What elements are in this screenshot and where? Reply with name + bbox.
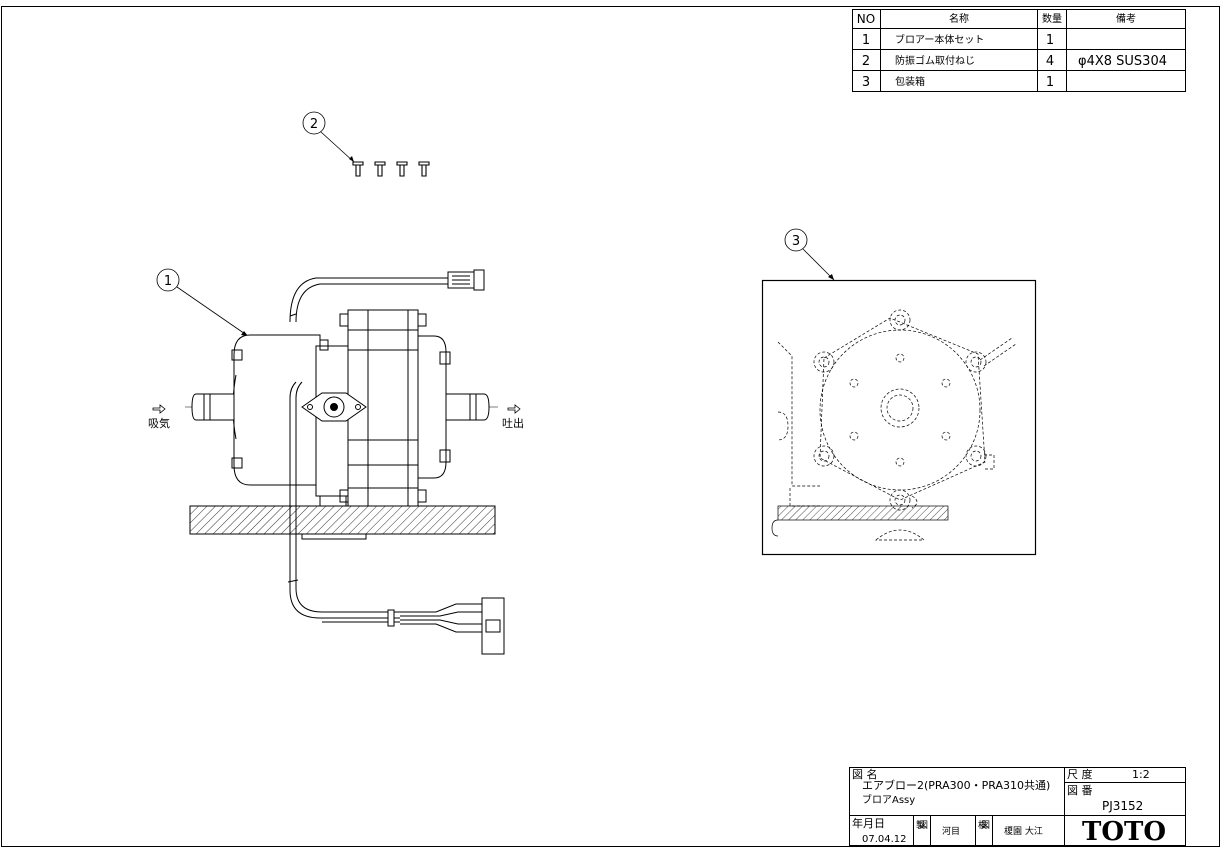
table-header-qty: 数量: [1042, 12, 1062, 25]
drawn-by: 河目: [942, 825, 960, 837]
svg-text:2: 2: [310, 117, 318, 132]
callout-1: 1: [156, 268, 249, 337]
table-header-name: 名称: [949, 12, 969, 25]
packaging-box-drawing: [761, 279, 1037, 556]
scale-label: 尺 度: [1067, 767, 1093, 781]
discharge-label: 吐出: [502, 416, 524, 430]
table-header-no: NO: [857, 12, 875, 26]
checked-label: 検図: [978, 819, 990, 831]
svg-text:1: 1: [164, 274, 172, 289]
table-row-2-remarks: φ4X8 SUS304: [1078, 54, 1167, 69]
date-label: 年月日: [852, 816, 885, 830]
sheet-border: [1, 6, 1220, 847]
callout-2: 2: [302, 111, 355, 163]
table-row-1-no: 1: [862, 33, 870, 48]
intake-arrow-icon: [152, 404, 166, 414]
svg-text:3: 3: [792, 234, 800, 249]
table-row-1-name: ブロアー本体セット: [895, 33, 984, 46]
table-row-3-no: 3: [862, 75, 870, 90]
blower-body-drawing: [185, 269, 505, 655]
drawing-name-line1: エアブロー2(PRA300・PRA310共通): [862, 778, 1050, 792]
table-row-2-name: 防振ゴム取付ねじ: [895, 54, 975, 67]
table-row-1-qty: 1: [1046, 33, 1054, 48]
scale-value: 1:2: [1132, 768, 1150, 781]
callout-3: 3: [784, 228, 835, 281]
drawing-name-label: 図 名: [852, 767, 878, 781]
title-block: [849, 767, 1186, 846]
screws-group: [352, 161, 430, 177]
drawing-no-value: PJ3152: [1102, 799, 1143, 813]
table-row-3-qty: 1: [1046, 75, 1054, 90]
checked-by: 榎園 大江: [1004, 825, 1043, 837]
table-row-2-qty: 4: [1046, 54, 1054, 69]
parts-table: [852, 9, 1186, 92]
toto-logo: TOTO: [1082, 817, 1166, 847]
table-row-3-name: 包装箱: [895, 75, 925, 88]
table-header-remarks: 備考: [1116, 12, 1136, 25]
date-value: 07.04.12: [862, 834, 907, 845]
drawing-name-line2: ブロアAssy: [862, 793, 915, 806]
drawn-label: 製図: [916, 819, 928, 831]
drawing-no-label: 図 番: [1067, 784, 1093, 797]
table-row-2-no: 2: [862, 54, 870, 69]
discharge-arrow-icon: [507, 404, 521, 414]
intake-label: 吸気: [148, 416, 170, 430]
